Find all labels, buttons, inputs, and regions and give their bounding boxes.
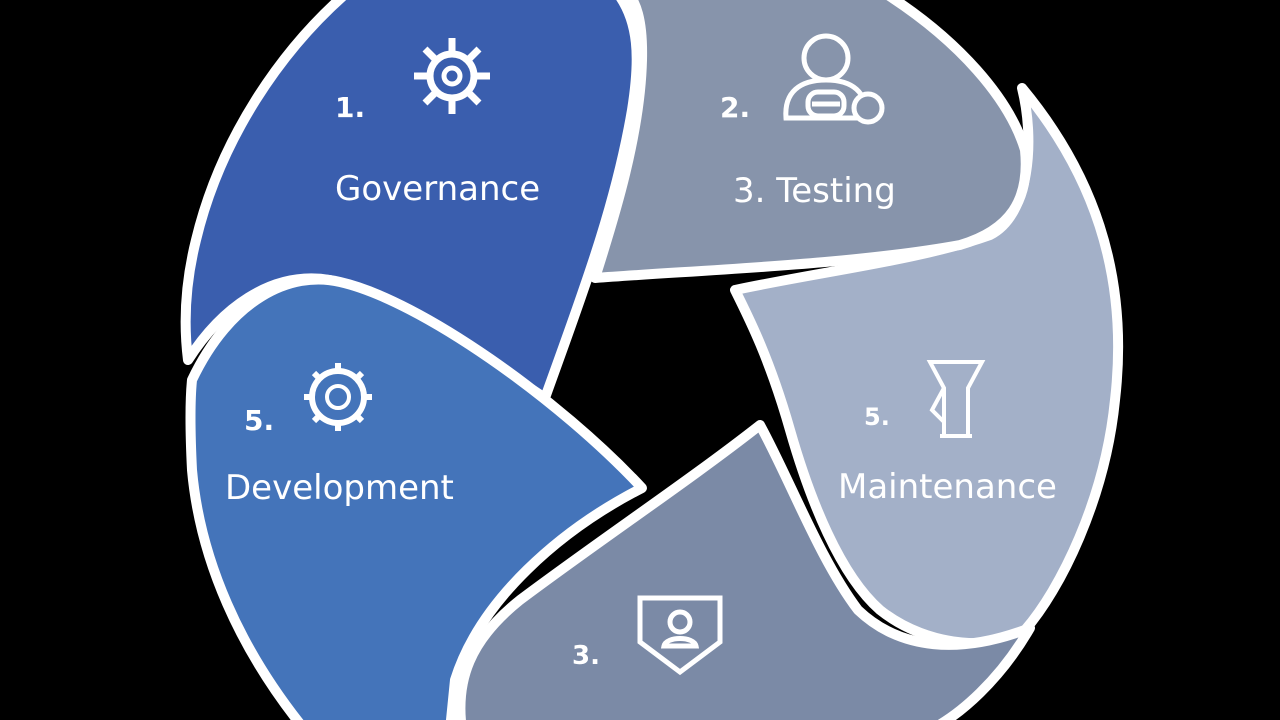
governance-number: 1. (335, 91, 365, 124)
segment-bottom[interactable] (455, 420, 1035, 720)
bottom-content: 3. (572, 595, 723, 676)
gear-icon (414, 38, 490, 114)
governance-content: 1. Governance (335, 38, 540, 209)
development-number: 5. (244, 404, 274, 437)
maintenance-number: 5. (864, 403, 890, 431)
development-label: Development (225, 468, 454, 508)
user-shield-icon (783, 33, 885, 125)
development-content: 5. Development (225, 363, 454, 508)
maintenance-content: 5. Maintenance (838, 360, 1057, 507)
bottom-number: 3. (572, 641, 600, 671)
testing-label: 3. Testing (733, 171, 896, 211)
segments (180, 0, 1124, 720)
user-badge-icon (637, 595, 723, 676)
governance-label: Governance (335, 169, 540, 209)
cog-icon (304, 363, 372, 431)
tower-icon (926, 360, 986, 438)
testing-number: 2. (720, 91, 750, 124)
testing-content: 2. 3. Testing (720, 33, 896, 211)
segment-development[interactable] (185, 274, 647, 720)
segment-testing[interactable] (590, 0, 1031, 283)
maintenance-label: Maintenance (838, 467, 1057, 507)
